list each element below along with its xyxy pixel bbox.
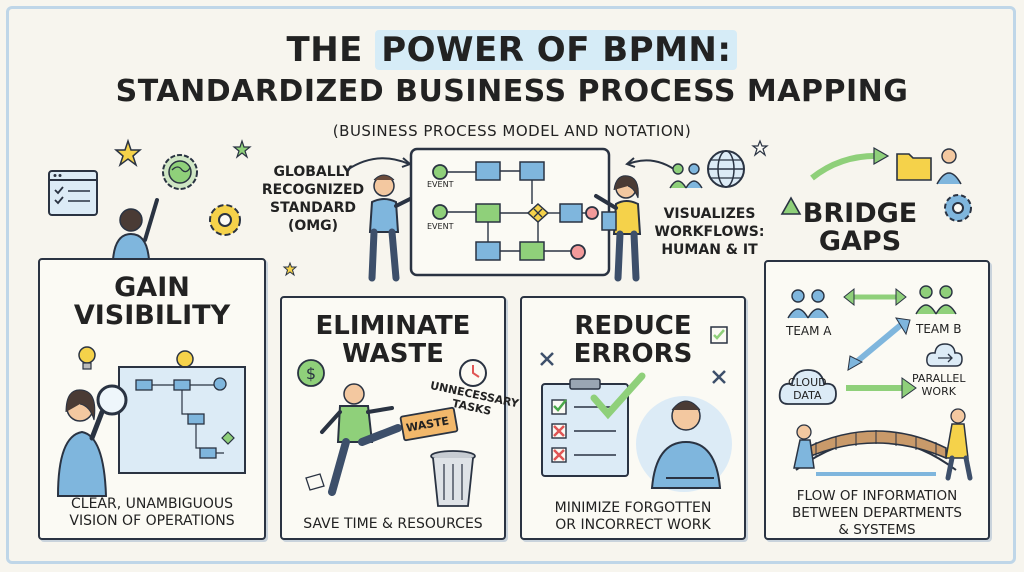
bpmn-process-board — [409, 147, 611, 277]
panel-reduce-errors: REDUCE ERRORS MINIMIZE FORGOTTEN OR INCO… — [520, 296, 746, 540]
visibility-heading: GAIN VISIBILITY — [73, 272, 231, 331]
presenter-woman-icon — [594, 175, 642, 282]
team-b-people-icon — [915, 285, 957, 315]
team-a-label: TEAM A — [786, 324, 832, 338]
flow-arrows-icon — [810, 146, 890, 181]
event-label-2: EVENT — [427, 222, 454, 231]
page-title-line2: STANDARDIZED BUSINESS PROCESS MAPPING — [115, 74, 909, 109]
waste-caption: SAVE TIME & RESOURCES — [303, 516, 483, 532]
browser-window-icon — [48, 170, 98, 216]
presenter-man-icon — [368, 174, 418, 282]
visualizes-note: VISUALIZES WORKFLOWS: HUMAN & IT — [654, 206, 765, 258]
star-small-icon — [232, 139, 252, 159]
cloud-icon — [778, 369, 837, 405]
parallel-work-label: PARALLEL WORK — [912, 372, 966, 398]
lightbulb-icon — [78, 346, 96, 370]
gear-icon — [209, 204, 241, 236]
waste-sign — [399, 406, 459, 442]
x-mark-icon — [540, 352, 554, 366]
title-prefix: THE — [286, 30, 376, 70]
pointing-person-icon — [111, 198, 159, 261]
event-label-1: EVENT — [427, 180, 454, 189]
page-title-line1: THE POWER OF BPMN: — [0, 30, 1024, 70]
trash-can-icon — [430, 450, 476, 507]
panel-bridge-gaps: TEAM A TEAM B CLOUD DATA PARALLEL WORK F… — [764, 260, 990, 540]
panel-gain-visibility: GAIN VISIBILITY CLEAR, UNAMBIGUOUS VISIO… — [38, 258, 266, 540]
diagonal-arrow-icon — [847, 317, 911, 371]
cloud-data-label: CLOUD DATA — [788, 376, 827, 402]
x-mark-icon-2 — [712, 370, 726, 384]
arrow-to-parallel-icon — [846, 377, 917, 399]
svg-text:$: $ — [306, 364, 316, 383]
double-arrow-icon — [843, 287, 907, 307]
bridge-heading: BRIDGE GAPS — [802, 198, 918, 257]
kicking-man-icon — [305, 383, 402, 496]
triangle-icon — [780, 196, 802, 215]
writing-man-icon — [636, 396, 732, 492]
gear-small-icon — [944, 194, 972, 222]
checkbox-icon — [710, 326, 728, 344]
team-b-label: TEAM B — [916, 322, 962, 336]
star-tiny-icon — [282, 261, 298, 277]
dollar-coin-icon: $ — [297, 359, 325, 387]
outer-frame — [6, 6, 1016, 564]
globe-icon — [707, 150, 745, 188]
bridge-builders-icon — [793, 408, 973, 481]
errors-caption: MINIMIZE FORGOTTEN OR INCORRECT WORK — [554, 500, 712, 533]
process-map-board — [118, 366, 246, 474]
errors-heading: REDUCE ERRORS — [573, 311, 693, 369]
star-outline-icon — [751, 139, 769, 157]
team-a-people-icon — [787, 289, 829, 319]
clock-icon — [459, 359, 487, 387]
gear-globe-icon — [162, 154, 198, 190]
people-icon — [669, 163, 703, 189]
standard-note: GLOBALLY RECOGNIZED STANDARD (OMG) — [261, 164, 365, 234]
title-highlight: POWER OF BPMN: — [375, 30, 738, 70]
bridge-caption: FLOW OF INFORMATION BETWEEN DEPARTMENTS … — [791, 488, 962, 538]
waste-heading: ELIMINATE WASTE — [315, 311, 471, 369]
visibility-caption: CLEAR, UNAMBIGUOUS VISION OF OPERATIONS — [69, 496, 235, 529]
star-icon — [113, 138, 143, 168]
page-subtitle: (BUSINESS PROCESS MODEL AND NOTATION) — [332, 122, 692, 140]
big-check-icon — [590, 372, 646, 420]
panel-eliminate-waste: ELIMINATE WASTE $ WASTE UNNECESSARY TASK… — [280, 296, 520, 540]
cloud-sync-icon — [926, 343, 963, 367]
folders-icon — [896, 148, 962, 185]
magnifying-glass-woman-icon — [56, 384, 128, 497]
